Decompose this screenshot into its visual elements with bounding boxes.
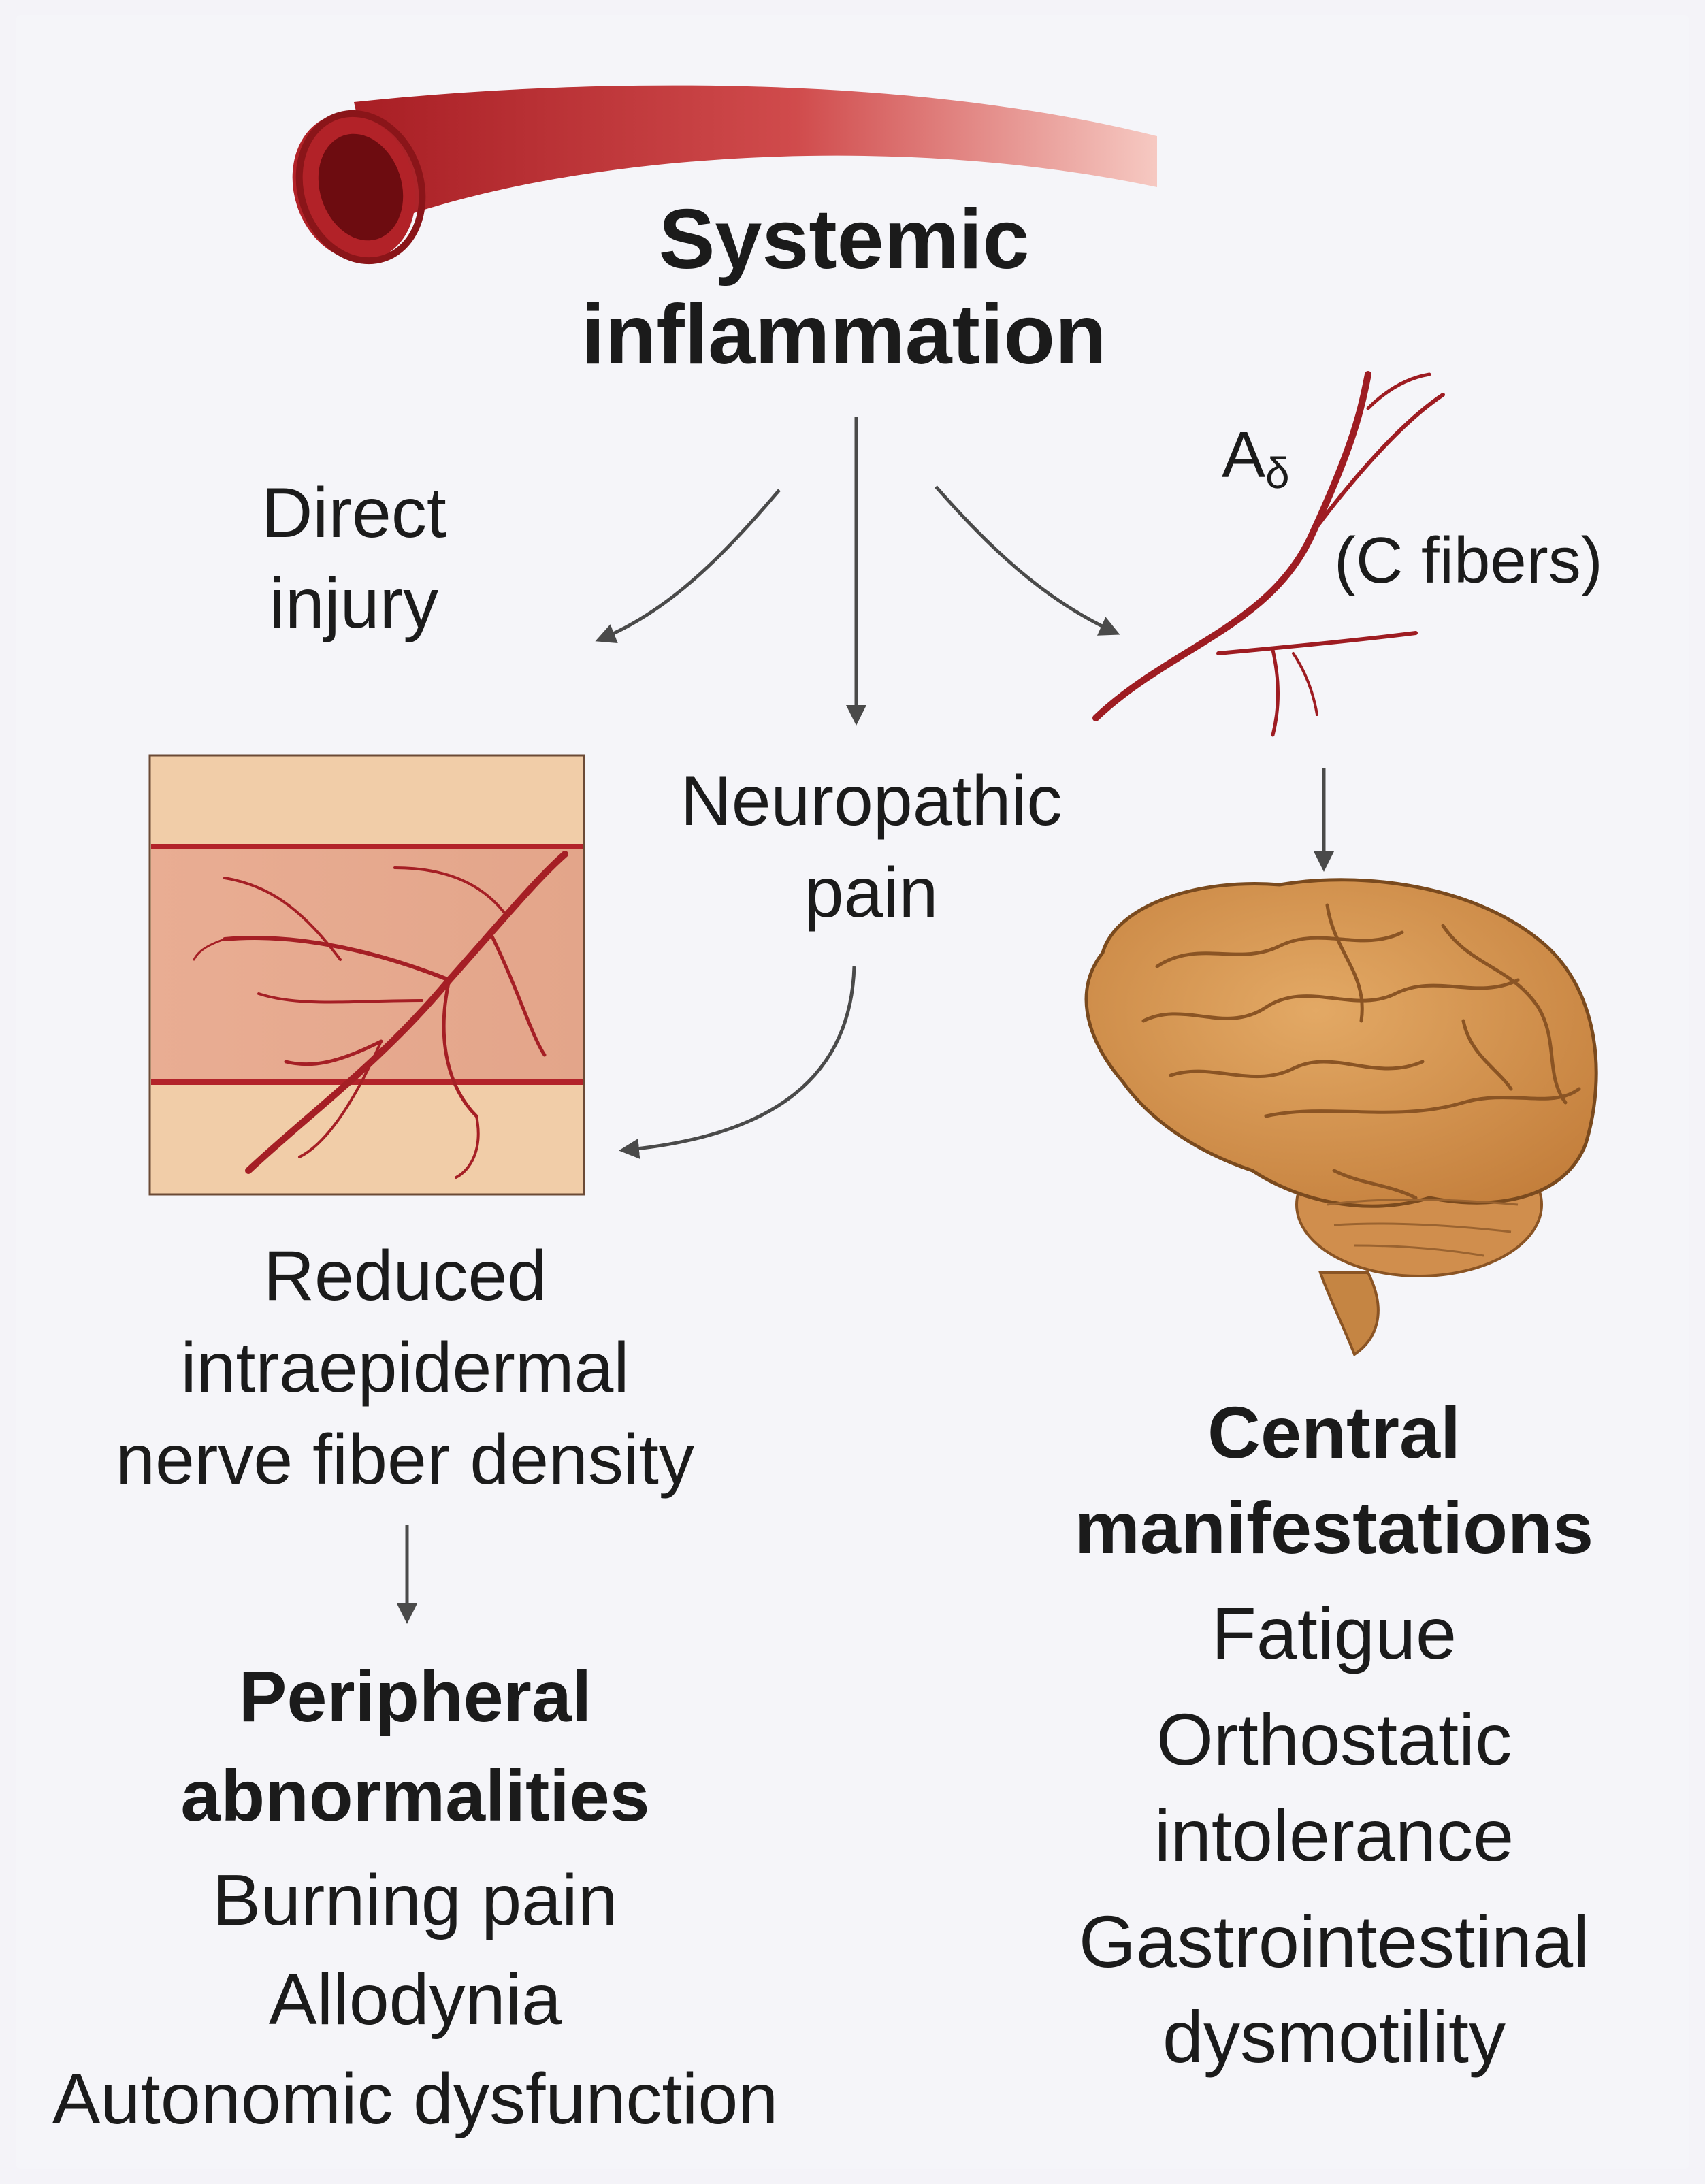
blood-vessel-icon (292, 85, 1157, 265)
density-line-3: nerve fiber density (116, 1420, 694, 1500)
symptom-burning-pain: Burning pain (212, 1859, 618, 1940)
central-heading-line-2: manifestations (1074, 1486, 1594, 1569)
central-section: Central manifestations Fatigue Orthostat… (1014, 1385, 1654, 2085)
label-neuropathic-pain: Neuropathic pain (613, 755, 1130, 939)
symptom-orthostatic: Orthostatic (1156, 1698, 1512, 1781)
symptom-fatigue: Fatigue (1211, 1591, 1457, 1674)
density-line-1: Reduced (263, 1237, 547, 1316)
arrow-nerve-fibers (935, 485, 1120, 636)
direct-injury-line-1: Direct (261, 474, 446, 553)
direct-injury-line-2: injury (269, 564, 439, 644)
peripheral-heading-line-2: abnormalities (180, 1756, 650, 1837)
brain-icon (1084, 878, 1598, 1357)
arrow-direct-injury (595, 489, 781, 644)
a-delta-letter: A (1222, 419, 1266, 491)
nerve-fiber-icon (1092, 371, 1445, 737)
label-direct-injury: Direct injury (225, 468, 483, 649)
c-fibers-text: (C fibers) (1334, 524, 1603, 597)
symptom-allodynia: Allodynia (268, 1959, 562, 2040)
symptom-autonomic-dysfunction: Autonomic dysfunction (52, 2059, 779, 2140)
a-delta-subscript: δ (1265, 449, 1290, 498)
label-c-fibers: (C fibers) (1334, 524, 1603, 598)
peripheral-section: Peripheral abnormalities Burning pain Al… (41, 1647, 790, 2149)
central-heading-line-1: Central (1207, 1391, 1461, 1473)
title-systemic-inflammation: Systemic inflammation (504, 197, 1184, 377)
pathway-arrows (397, 417, 1334, 1624)
label-reduced-density: Reduced intraepidermal nerve fiber densi… (41, 1230, 769, 1507)
symptom-dysmotility: dysmotility (1162, 1995, 1506, 2079)
symptom-intolerance: intolerance (1154, 1793, 1514, 1876)
label-a-delta: Aδ (1222, 419, 1290, 498)
skin-section-icon (148, 754, 585, 1196)
title-line-1: Systemic (658, 193, 1030, 287)
symptom-gastrointestinal: Gastrointestinal (1078, 1900, 1590, 1983)
peripheral-heading-line-1: Peripheral (238, 1657, 592, 1737)
title-line-2: inflammation (581, 288, 1107, 382)
neuropathic-pain-line-2: pain (804, 853, 939, 933)
density-line-2: intraepidermal (180, 1329, 630, 1408)
arrow-pain-to-skin (619, 966, 856, 1159)
neuropathic-pain-line-1: Neuropathic (680, 762, 1062, 841)
